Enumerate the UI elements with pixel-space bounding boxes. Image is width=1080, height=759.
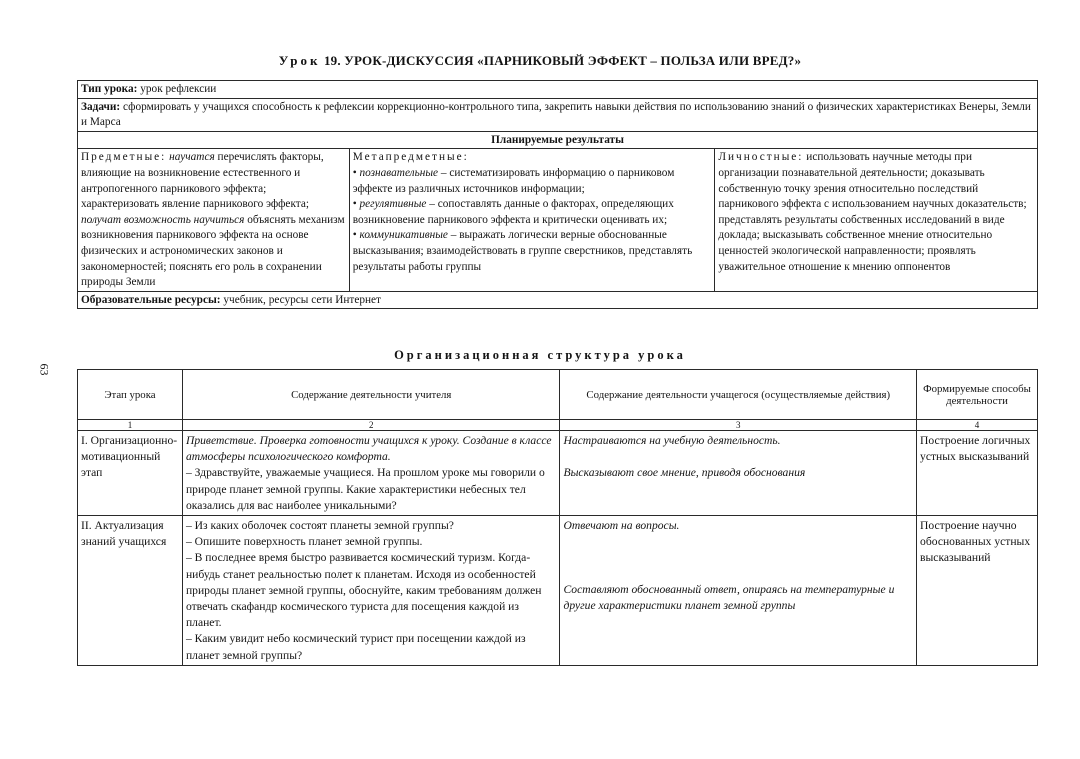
meta-results-italic-1: познавательные xyxy=(359,166,439,179)
meta-results-italic-3: коммуникативные xyxy=(359,229,448,242)
lesson-type-label: Тип урока: xyxy=(81,83,138,95)
teacher-text: – Из каких оболочек состоят планеты земн… xyxy=(185,519,542,662)
lesson-structure-table: Этап урока Содержание деятельности учите… xyxy=(77,369,1038,666)
column-number-1: 1 xyxy=(77,419,183,431)
header-stage: Этап урока xyxy=(77,369,183,420)
structure-title: Организационная структура урока xyxy=(394,348,686,362)
lesson-prefix: Урок xyxy=(278,53,321,68)
meta-bullet-1: • xyxy=(352,166,360,179)
skills-cell: Построение логичных устных высказываний xyxy=(916,429,1038,517)
results-heading-row: Планируемые результаты xyxy=(77,130,1038,150)
student-text-2: Составляют обоснованный ответ, опираясь … xyxy=(563,583,895,613)
meta-bullet-2: • xyxy=(352,198,360,211)
resources-label: Образовательные ресурсы: xyxy=(81,293,221,306)
subject-results-cell: Предметные: научатся перечислять факторы… xyxy=(77,148,350,292)
stage-cell: II. Актуализация знаний учащихся xyxy=(77,515,183,666)
lesson-tasks-row: Задачи: сформировать у учащихся способно… xyxy=(77,97,1038,132)
skills-cell: Построение научно обоснованных устных вы… xyxy=(916,515,1038,666)
meta-results-text-2: – сопоставлять данные о факторах, опреде… xyxy=(352,198,674,226)
teacher-cell: – Из каких оболочек состоят планеты земн… xyxy=(181,515,561,666)
teacher-italic-text: Приветствие. Проверка готовности учащихс… xyxy=(185,434,552,464)
lesson-title: Урок 19. УРОК-ДИСКУССИЯ «ПАРНИКОВЫЙ ЭФФЕ… xyxy=(0,53,1080,69)
meta-results-italic-2: регулятивные xyxy=(359,198,427,211)
stage-cell: I. Организационно-мотивационный этап xyxy=(77,429,183,517)
column-number-2: 2 xyxy=(181,419,561,431)
lesson-info-table: Тип урока: урок рефлексии Задачи: сформи… xyxy=(77,80,1038,310)
lesson-type-value: урок рефлексии xyxy=(137,83,217,95)
subject-results-italic-1: научатся xyxy=(169,151,215,164)
meta-results-text-1: – систематизировать информацию о парнико… xyxy=(352,166,675,195)
personal-results-text: использовать научные методы при организа… xyxy=(718,151,1027,273)
meta-results-label: Метапредметные: xyxy=(352,151,469,164)
subject-results-text-2: объяснять механизм возникновения парнико… xyxy=(81,213,345,289)
lesson-type-cell: Тип урока: урок рефлексии xyxy=(77,80,1038,99)
student-text-2: Высказывают свое мнение, приводя обоснов… xyxy=(563,466,806,480)
lesson-type-row: Тип урока: урок рефлексии xyxy=(77,80,1038,99)
lesson-title-text: 19. УРОК-ДИСКУССИЯ «ПАРНИКОВЫЙ ЭФФЕКТ – … xyxy=(323,53,802,68)
teacher-text: – Здравствуйте, уважаемые учащиеся. На п… xyxy=(185,466,545,512)
teacher-cell: Приветствие. Проверка готовности учащихс… xyxy=(181,429,561,517)
structure-header-row: Этап урока Содержание деятельности учите… xyxy=(77,369,1038,420)
results-row: Предметные: научатся перечислять факторы… xyxy=(77,148,1038,292)
subject-results-italic-2: получат возможность научиться xyxy=(81,213,245,226)
meta-bullet-3: • xyxy=(352,229,360,242)
header-teacher: Содержание деятельности учителя xyxy=(181,369,561,420)
results-heading: Планируемые результаты xyxy=(77,130,1038,150)
student-text-1: Настраиваются на учебную деятельность. xyxy=(563,434,781,447)
resources-cell: Образовательные ресурсы: учебник, ресурс… xyxy=(77,290,1038,310)
column-number-4: 4 xyxy=(916,419,1038,431)
resources-row: Образовательные ресурсы: учебник, ресурс… xyxy=(77,290,1038,310)
table-row: I. Организационно-мотивационный этап При… xyxy=(77,429,1038,517)
header-skills: Формируемые способы деятельности xyxy=(916,369,1038,420)
column-number-3: 3 xyxy=(559,419,918,431)
personal-results-cell: Личностные: использовать научные методы … xyxy=(714,148,1038,292)
lesson-tasks-value: сформировать у учащихся способность к ре… xyxy=(81,100,1031,129)
meta-results-text-3: – выражать логически верные обоснованные… xyxy=(352,229,693,273)
header-student: Содержание деятельности учащегося (осуще… xyxy=(559,369,918,420)
student-cell: Отвечают на вопросы. Составляют обоснова… xyxy=(559,515,918,666)
subject-results-label: Предметные: xyxy=(81,151,167,164)
structure-number-row: 1 2 3 4 xyxy=(77,419,1038,431)
lesson-tasks-cell: Задачи: сформировать у учащихся способно… xyxy=(77,97,1038,132)
meta-results-cell: Метапредметные: • познавательные – систе… xyxy=(348,148,716,292)
table-row: II. Актуализация знаний учащихся – Из ка… xyxy=(77,515,1038,666)
student-text-1: Отвечают на вопросы. xyxy=(563,519,680,533)
personal-results-label: Личностные: xyxy=(718,151,804,164)
lesson-tasks-label: Задачи: xyxy=(81,100,121,113)
page-number: 63 xyxy=(37,363,52,376)
resources-value: учебник, ресурсы сети Интернет xyxy=(220,293,381,306)
student-cell: Настраиваются на учебную деятельность. В… xyxy=(559,429,918,517)
subject-results-text-1: перечислять факторы, влияющие на возникн… xyxy=(81,151,324,211)
